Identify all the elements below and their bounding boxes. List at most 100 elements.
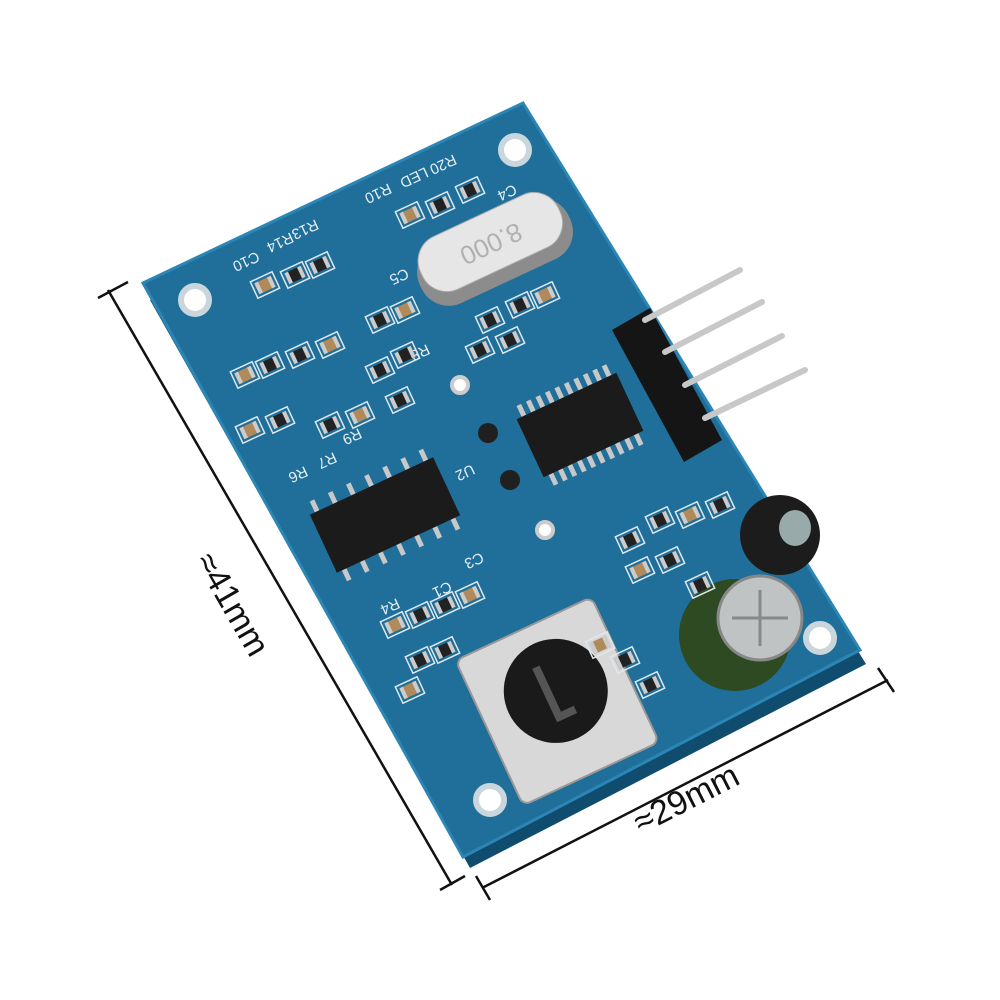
potentiometer — [457, 598, 658, 804]
ic-pin — [586, 455, 597, 469]
smd-resistor — [429, 590, 461, 620]
smd-capacitor — [249, 270, 281, 300]
dimension-lines — [97, 280, 896, 901]
silkscreen-label-r9: R9 — [340, 424, 365, 448]
smd-capacitor — [389, 295, 421, 325]
ic-pin — [341, 568, 352, 582]
ic-pin — [327, 490, 338, 504]
smd-resistor — [494, 325, 526, 355]
header-pin — [702, 367, 808, 421]
ic-pin — [382, 465, 392, 479]
smd-resistor — [684, 570, 716, 600]
ic-pin — [414, 534, 424, 548]
smd-capacitor — [229, 360, 261, 390]
smd-resistor — [504, 290, 536, 320]
mounting-hole — [498, 133, 532, 167]
ic-pin — [605, 446, 616, 460]
ic-pin — [309, 499, 320, 513]
smd-capacitor — [674, 500, 706, 530]
ic-pin — [516, 403, 527, 417]
length-tick-bottom — [439, 874, 466, 892]
ic-pin — [432, 526, 443, 540]
length-tick-top — [97, 280, 129, 300]
smd-capacitor — [394, 675, 426, 705]
smd-resistor — [614, 525, 646, 555]
ic-pin — [633, 433, 644, 447]
ic-pin — [573, 377, 583, 391]
smd-resistor — [364, 355, 396, 385]
ic-pin — [601, 364, 612, 378]
mounting-holes — [178, 133, 837, 817]
smd-resistor — [474, 305, 506, 335]
silkscreen-label-c4: C4 — [495, 180, 520, 204]
smd-capacitor — [584, 630, 616, 660]
smd-resistor — [429, 635, 461, 665]
transistor — [450, 375, 555, 540]
mounting-hole — [803, 621, 837, 655]
width-dimension-line — [481, 678, 889, 890]
ic-pin — [450, 517, 461, 531]
smd-resistor — [389, 340, 421, 370]
smd-capacitor — [379, 610, 411, 640]
smd-resistor — [384, 385, 416, 415]
pin-header — [612, 267, 808, 462]
ic-pin — [582, 373, 593, 387]
smd-resistor — [644, 505, 676, 535]
smd-resistor — [304, 250, 336, 280]
smd-resistor — [464, 335, 496, 365]
silkscreen-label-c3: C3 — [462, 548, 487, 572]
ic-pin — [544, 390, 555, 404]
ic-pin — [378, 551, 388, 565]
smd-resistor — [254, 350, 286, 380]
smd-resistor — [279, 260, 311, 290]
ic-pin — [614, 441, 625, 455]
smd-capacitor — [529, 280, 561, 310]
smd-resistor — [404, 600, 436, 630]
smd-capacitor — [394, 200, 426, 230]
header-pin — [642, 267, 743, 323]
ic-pin — [535, 395, 546, 409]
smd-capacitor — [234, 415, 266, 445]
ic-pin — [595, 450, 606, 464]
ic-pin — [558, 468, 568, 482]
ic-pin — [418, 448, 429, 462]
smd-capacitor — [344, 400, 376, 430]
smd-resistor — [634, 670, 666, 700]
ic-pin — [577, 459, 587, 473]
length-dimension-line — [106, 289, 454, 886]
smd-resistor — [654, 545, 686, 575]
ic-pin — [364, 474, 374, 488]
crystal-oscillator: 8.000 — [417, 192, 573, 306]
silkscreen-label-c1: C1 — [430, 577, 455, 601]
ic-pin — [360, 559, 370, 573]
smd-components — [229, 175, 736, 705]
smd-capacitor — [454, 580, 486, 610]
ic-pin — [346, 482, 356, 496]
smd-capacitor — [314, 330, 346, 360]
silkscreen-label-u2: U2 — [453, 460, 478, 484]
smd-resistor — [284, 340, 316, 370]
ic-pin — [526, 399, 536, 413]
electrolytic-capacitor-large — [679, 574, 804, 691]
header-pin — [662, 299, 765, 355]
silkscreen-label-r4: R4 — [378, 594, 403, 618]
silkscreen-label-r7: R7 — [315, 448, 340, 472]
smd-resistor — [454, 175, 486, 205]
smd-resistor — [364, 305, 396, 335]
width-tick-right — [876, 667, 896, 693]
header-pin — [682, 333, 785, 388]
ic-pin — [548, 472, 559, 486]
ic-chip-right — [516, 364, 644, 486]
silkscreen-label-r6: R6 — [286, 462, 311, 486]
smd-capacitor — [624, 555, 656, 585]
mounting-hole — [178, 283, 212, 317]
ic-pin — [592, 368, 602, 382]
mounting-hole — [473, 783, 507, 817]
ic-pin — [396, 542, 406, 556]
smd-resistor — [314, 410, 346, 440]
smd-resistor — [264, 405, 296, 435]
ic-pin — [554, 386, 565, 400]
smd-resistor — [424, 190, 456, 220]
